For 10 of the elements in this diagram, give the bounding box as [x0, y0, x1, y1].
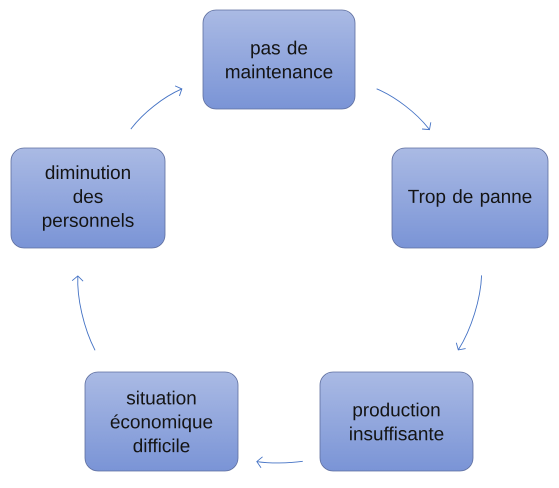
process-box: diminution des personnels [10, 148, 166, 248]
process-box: Trop de panne [392, 148, 548, 248]
arrow [72, 275, 96, 351]
arrow [256, 456, 304, 468]
process-box: production insuffisante [320, 372, 474, 472]
arrow [456, 274, 482, 350]
process-box: situation économique difficile [84, 372, 238, 472]
process-box: pas de maintenance [202, 10, 356, 110]
arrow [130, 85, 182, 130]
arrow [376, 88, 432, 130]
